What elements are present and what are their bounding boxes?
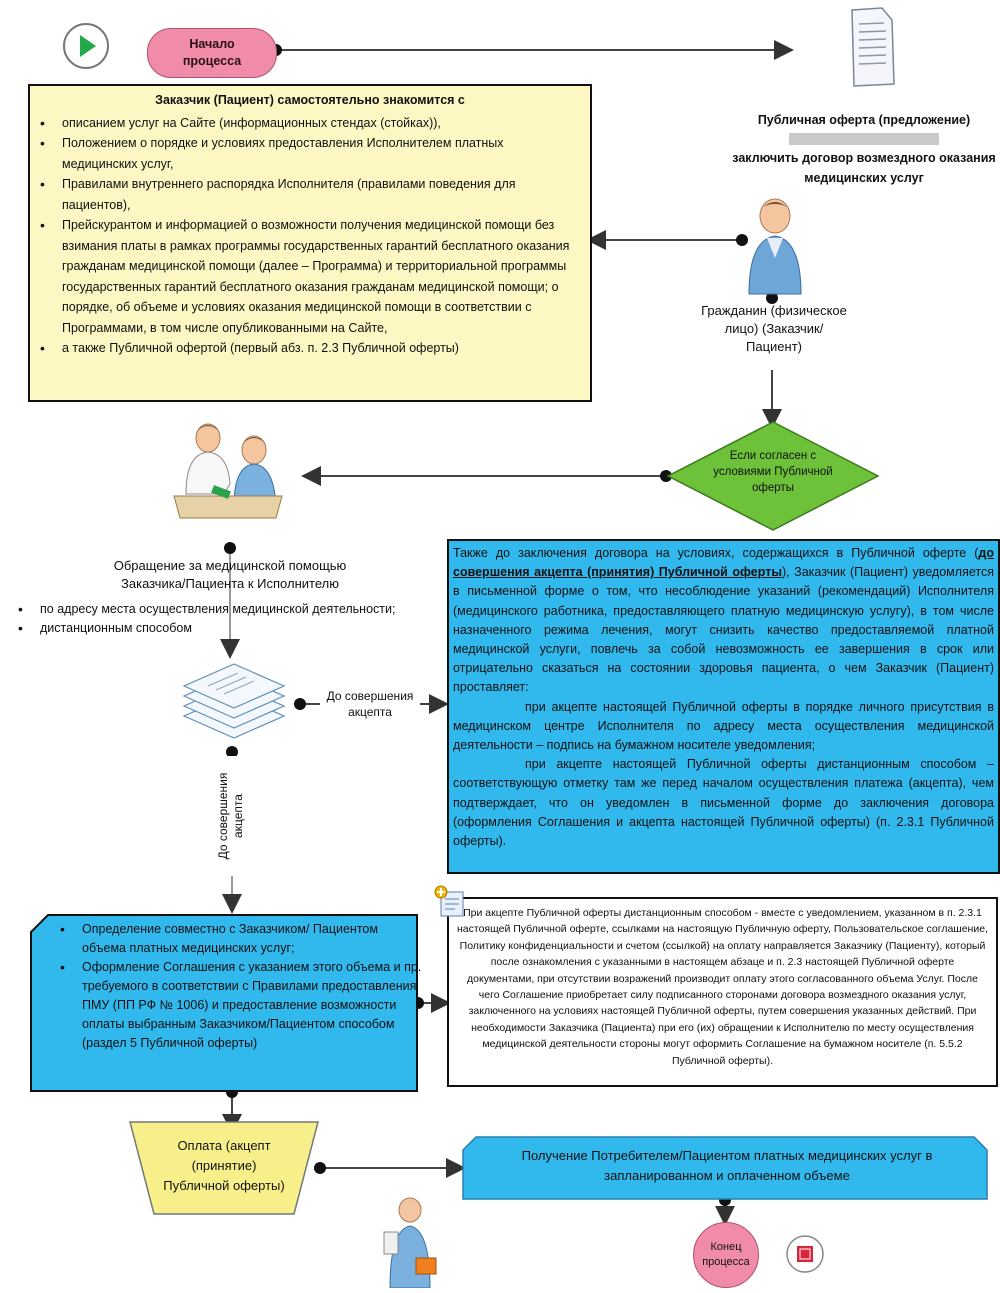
notification-intro-underlined: до совершения акцепта (принятия) Публичн… [453,546,994,580]
receipt-label: Получение Потребителем/Пациентом платных… [521,1148,933,1183]
offer-title: Публичная оферта (предложение) [757,113,971,127]
notification-item-text: при акцепте настоящей Публичной оферты д… [453,757,994,849]
note-icon [433,884,469,920]
citizen-label: Гражданин (физическое лицо) (Заказчик/Па… [701,303,847,354]
edge-label-vertical-text: До совершения акцепта [216,756,248,876]
process-start: Начало процесса [147,28,277,78]
consultation-icon [164,414,292,534]
list-item: Оформление Соглашения с указанием этого … [60,958,422,1053]
notification-item-text: при акцепте настоящей Публичной оферты в… [453,699,994,753]
list-item: Определение совместно с Заказчиком/ Паци… [60,920,422,958]
play-icon[interactable] [62,22,110,70]
summary-box: Заказчик (Пациент) самостоятельно знаком… [28,84,592,402]
process-end: Конец процесса [693,1222,759,1288]
public-offer-label: Публичная оферта (предложение) заключить… [730,110,998,188]
agreement-list: Определение совместно с Заказчиком/ Паци… [60,920,422,1053]
appeal-title: Обращение за медицинской помощью Заказчи… [113,558,347,591]
receipt-step: Получение Потребителем/Пациентом платных… [462,1136,988,1200]
appeal-list: по адресу места осуществления медицинско… [18,600,480,638]
process-start-label: Начало процесса [182,37,242,68]
notification-intro: Также до заключения договора на условиях… [453,546,979,560]
notification-box: Также до заключения договора на условиях… [447,539,1000,874]
process-end-label: Конец процесса [702,1241,750,1268]
notification-item-remote: при акцепте настоящей Публичной оферты д… [453,755,994,851]
decision-diamond: Если согласен с условиями Публичной офер… [666,420,880,532]
list-item: а также Публичной офертой (первый абз. п… [40,338,580,359]
summary-list: описанием услуг на Сайте (информационных… [40,113,580,359]
notification-intro-rest: ), Заказчик (Пациент) уведомляется в пис… [453,565,994,695]
note-text: При акцепте Публичной оферты дистанционн… [457,907,988,1067]
stop-icon[interactable] [785,1234,825,1274]
list-item: описанием услуг на Сайте (информационных… [40,113,580,134]
person-with-bag-icon [376,1196,442,1289]
remote-acceptance-note: При акцепте Публичной оферты дистанционн… [447,897,998,1087]
list-item: по адресу места осуществления медицинско… [18,600,480,619]
list-item: дистанционным способом [18,619,480,638]
list-item: Положением о порядке и условиях предоста… [40,133,580,174]
edge-label-before-accept: До совершения акцепта [320,688,420,720]
payment-label: Оплата (акцепт (принятие) Публичной офер… [163,1138,285,1193]
documents-stack-icon [178,658,290,748]
document-icon [846,6,896,90]
agreement-box: Определение совместно с Заказчиком/ Паци… [30,914,421,1092]
list-item: Правилами внутреннего распорядка Исполни… [40,174,580,215]
decision-label: Если согласен с условиями Публичной офер… [713,450,833,494]
list-item: Прейскурантом и информацией о возможност… [40,215,580,338]
redacted-text [789,133,939,145]
offer-subtitle: заключить договор возмездного оказания м… [732,151,996,185]
payment-step: Оплата (акцепт (принятие) Публичной офер… [128,1120,320,1216]
person-icon [745,196,805,296]
summary-title: Заказчик (Пациент) самостоятельно знаком… [155,93,465,107]
notification-item-in-person: при акцепте настоящей Публичной оферты в… [453,698,994,756]
edge-label-before-accept-vertical: До совершения акцепта [172,756,292,876]
